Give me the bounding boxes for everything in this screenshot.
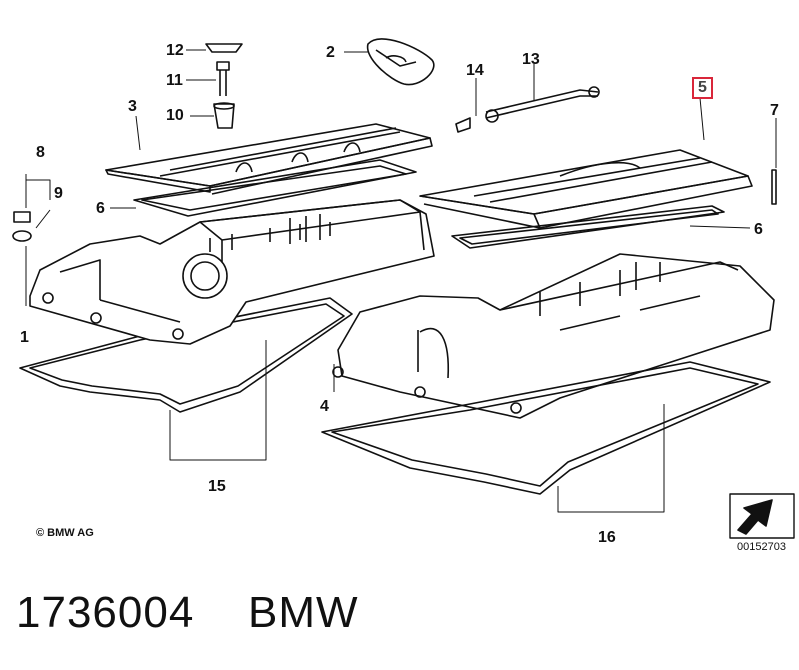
callout-6-right: 6 [754,221,763,238]
copyright-notice: © BMW AG [36,527,94,539]
callout-2: 2 [326,44,335,61]
part-number: 1736004 [16,588,195,637]
ground-strap-13-14 [455,86,600,133]
direction-arrow-icon [729,493,795,539]
callout-14: 14 [466,62,484,79]
gasket-6-right [451,205,725,249]
callout-10: 10 [166,107,184,124]
cylinder-head-4 [332,253,775,419]
cover-5 [419,149,753,229]
callout-16: 16 [598,529,616,546]
stud-7 [771,169,777,205]
diagram-reference-code: 00152703 [737,541,786,553]
cover-3 [105,123,433,195]
brand-name: BMW [248,588,359,637]
callout-11: 11 [166,72,183,89]
callout-6-left: 6 [96,200,105,217]
gasket-6-left [133,159,417,217]
callout-12: 12 [166,42,184,59]
callout-8: 8 [36,144,45,161]
bolt-assembly [205,43,243,129]
gasket-16 [321,361,771,495]
cylinder-head-1 [29,199,435,345]
parts-diagram [12,38,795,539]
callout-15: 15 [208,478,226,495]
callout-5-highlighted: 5 [692,77,713,99]
oil-filler-cap-2 [367,38,435,86]
callout-9: 9 [54,185,63,202]
callout-1: 1 [20,329,29,346]
washers-8-9 [12,211,32,242]
callout-7: 7 [770,102,779,119]
callout-4: 4 [320,398,329,415]
callout-3: 3 [128,98,137,115]
callout-13: 13 [522,51,540,68]
